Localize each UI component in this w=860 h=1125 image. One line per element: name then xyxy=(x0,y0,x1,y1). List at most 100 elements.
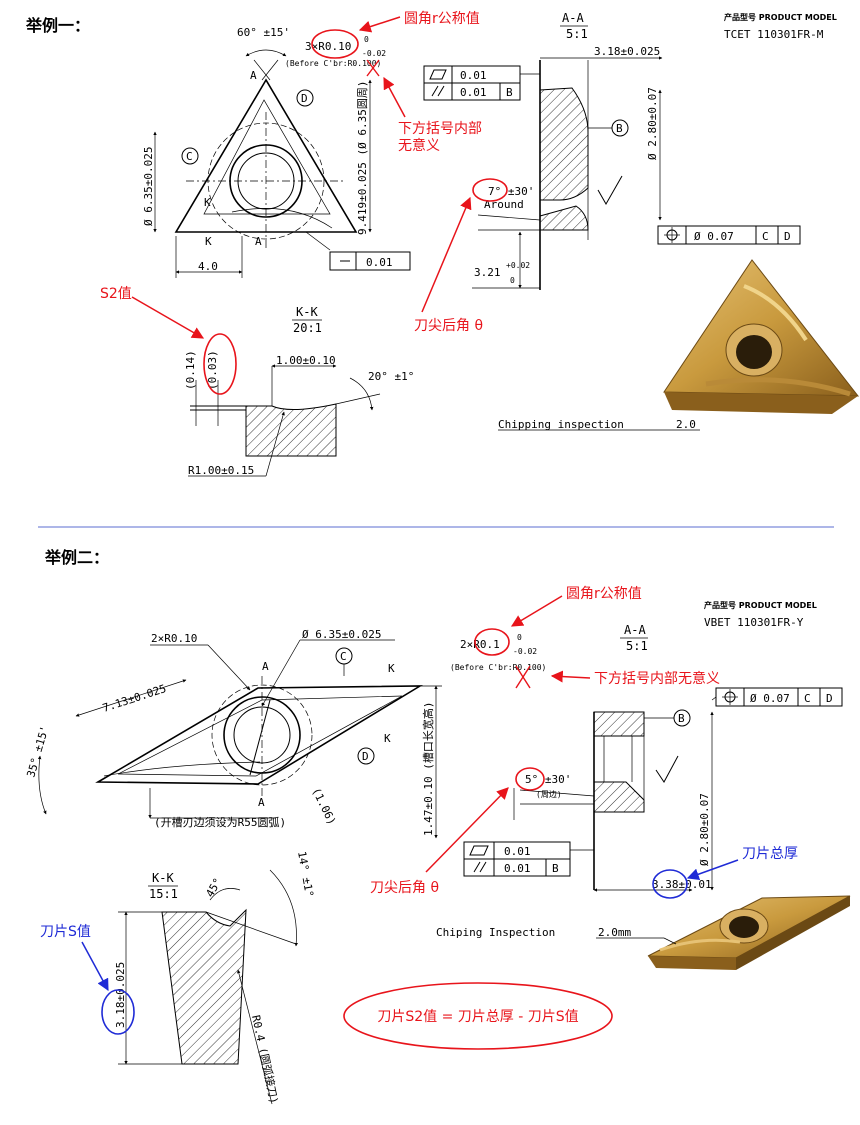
flatness-value: 0.01 xyxy=(460,69,487,82)
radius-tol-bottom: -0.02 xyxy=(362,49,386,58)
section-kk-title: K-K xyxy=(296,305,318,319)
product-model-label-2: 产品型号 PRODUCT MODEL xyxy=(704,600,817,610)
position-frame xyxy=(657,225,801,245)
straightness-value: 0.01 xyxy=(366,256,393,269)
dim-phi-2-80-2: Ø 2.80±0.07 xyxy=(698,793,711,866)
dim-angle-14: 14° ±1° xyxy=(295,850,316,898)
dim-r-1-00: R1.00±0.15 xyxy=(188,464,254,477)
dim-phi-6-35: Ø 6.35±0.025 xyxy=(142,147,155,226)
dim-around-label-2: (周边) xyxy=(536,789,562,799)
dim-angle-35: 35° ±15' xyxy=(24,724,51,779)
annotation-bracket-2: 下方括号内部无意义 xyxy=(594,670,720,687)
radius-tol-top-2: 0 xyxy=(517,633,522,642)
dim-7-13: 7.13±0.025 xyxy=(101,682,168,715)
dim-phi-6-35-2: Ø 6.35±0.025 xyxy=(302,628,381,641)
datum-b-bubble-2: B xyxy=(678,712,685,725)
section-aa-title: A-A xyxy=(562,11,584,25)
radius-tol-bottom-2: -0.02 xyxy=(513,647,537,656)
section-a-a-view-2: A-A 5:1 B Ø 2.80±0.07 3.38±0.01 刀片总厚 5° … xyxy=(463,623,843,899)
dim-angle-45: 45° xyxy=(203,876,224,900)
section-k-mark-right-2: K xyxy=(384,732,391,745)
dim-phi-2-80: Ø 2.80±0.07 xyxy=(646,87,659,160)
datum-b-bubble: B xyxy=(616,122,623,135)
example-1: 举例一： 产品型号 PRODUCT MODEL TCET 110301FR-M … xyxy=(25,11,860,477)
section-a-mark-top-2: A xyxy=(262,660,269,673)
dim-1-06: (1.06) xyxy=(309,786,338,827)
section-a-a-view: A-A 5:1 3.18±0.025 Ø 2.80±0.07 B 7° ±30'… xyxy=(423,11,801,290)
product-model-label: 产品型号 PRODUCT MODEL xyxy=(724,12,837,22)
triangle-insert-view: 60° ±15' A A K K C D Ø 6.35±0.025 9.419±… xyxy=(142,26,411,278)
radius-label: 3×R0.10 xyxy=(305,40,351,53)
formula-text: 刀片S2值 = 刀片总厚 - 刀片S值 xyxy=(377,1009,578,1025)
before-cbr-label-2: (Before C'br:R0.100) xyxy=(450,663,546,672)
dim-4-0: 4.0 xyxy=(198,260,218,273)
parallel-datum: B xyxy=(506,86,513,99)
example-2: 举例二： 产品型号 PRODUCT MODEL VBET 110301FR-Y … xyxy=(24,548,851,1105)
position-datum-c: C xyxy=(762,230,769,243)
dim-3-21-tol-top: +0.02 xyxy=(506,261,530,270)
position-value: Ø 0.07 xyxy=(694,230,734,243)
radius-tol-top: 0 xyxy=(364,35,369,44)
section-aa-scale-2: 5:1 xyxy=(626,639,648,653)
dim-0-14: (0.14) xyxy=(184,350,197,390)
section-k-mark-bottom: K xyxy=(205,235,212,248)
section-a-mark-bottom: A xyxy=(255,235,262,248)
section-aa-scale: 5:1 xyxy=(566,27,588,41)
dim-3-21-tol-bottom: 0 xyxy=(510,276,515,285)
insert-3d-render-2: Chiping Inspection 2.0mm xyxy=(436,895,851,970)
datum-d-bubble: D xyxy=(301,92,308,105)
annotation-s2-value: S2值 xyxy=(100,286,132,302)
flatness-value-2: 0.01 xyxy=(504,845,531,858)
parallel-value: 0.01 xyxy=(460,86,487,99)
annotation-tip-relief-2: 刀尖后角 θ xyxy=(370,880,439,896)
example-1-heading: 举例一： xyxy=(25,16,90,35)
dim-1-47: 1.47±0.10 (槽口长宽高) xyxy=(421,702,435,836)
dim-1-00: 1.00±0.10 xyxy=(276,354,336,367)
annotation-total-thickness: 刀片总厚 xyxy=(742,846,798,862)
groove-note: (开槽刃边须设为R55圆弧) xyxy=(154,815,286,829)
section-k-mark-top-2: K xyxy=(388,662,395,675)
datum-c-bubble: C xyxy=(186,150,193,163)
annotation-radius-nominal: 圆角r公称值 xyxy=(404,11,480,27)
chipping-inspection-value: 2.0 xyxy=(676,418,696,431)
dim-thickness-3-18: 3.18±0.025 xyxy=(594,45,660,58)
section-aa-title-2: A-A xyxy=(624,623,646,637)
annotation-bracket-line1: 下方括号内部 xyxy=(398,121,482,137)
chipping-inspection-value-2: 2.0mm xyxy=(598,926,631,939)
dim-3-18: 3.18±0.025 xyxy=(114,962,127,1028)
section-a-mark-top: A xyxy=(250,69,257,82)
radius-label-2: 2×R0.1 xyxy=(460,638,500,651)
product-model-value: TCET 110301FR-M xyxy=(724,28,824,41)
rhombic-insert-view: 2×R0.10 Ø 6.35±0.025 C A A K K D 7.13±0.… xyxy=(24,628,442,839)
chipping-inspection-label: Chipping inspection xyxy=(498,418,624,431)
position-datum-c-2: C xyxy=(804,692,811,705)
section-k-mark-left: K xyxy=(204,196,211,209)
chipping-inspection-label-2: Chiping Inspection xyxy=(436,926,555,939)
annotation-bracket-line2: 无意义 xyxy=(398,137,440,154)
angle-60-label: 60° ±15' xyxy=(237,26,290,39)
radius-highlight-circle xyxy=(311,29,359,59)
dim-0-03: (0.03) xyxy=(206,350,219,390)
datum-c-bubble-2: C xyxy=(340,650,347,663)
position-datum-d-2: D xyxy=(826,692,833,705)
section-a-mark-bottom-2: A xyxy=(258,796,265,809)
datum-d-bubble-2: D xyxy=(362,750,369,763)
section-k-k-view: K-K 20:1 1.00±0.10 20° ±1° (0.14) (0.03)… xyxy=(184,305,414,477)
position-value-2: Ø 0.07 xyxy=(750,692,790,705)
dim-angle-20: 20° ±1° xyxy=(368,370,414,383)
dim-3-21: 3.21 xyxy=(474,266,501,279)
dim-9-419: 9.419±0.025 (Ø 6.35圆周) xyxy=(356,81,369,235)
example-2-heading: 举例二： xyxy=(44,548,109,567)
annotation-tip-relief: 刀尖后角 θ xyxy=(414,318,483,334)
before-cbr-label: (Before C'br:R0.100) xyxy=(285,59,381,68)
annotation-radius-nominal-2: 圆角r公称值 xyxy=(566,586,642,602)
product-model-value-2: VBET 110301FR-Y xyxy=(704,616,804,629)
formula-outline xyxy=(343,982,613,1050)
dim-radius-left: 2×R0.10 xyxy=(151,632,197,645)
bracket-cross-mark xyxy=(366,59,380,77)
section-kk-title-2: K-K xyxy=(152,871,174,885)
parallel-value-2: 0.01 xyxy=(504,862,531,875)
dim-angle-7: 7° ±30' xyxy=(488,185,534,198)
insert-3d-render-1: Chipping inspection 2.0 xyxy=(498,259,860,431)
